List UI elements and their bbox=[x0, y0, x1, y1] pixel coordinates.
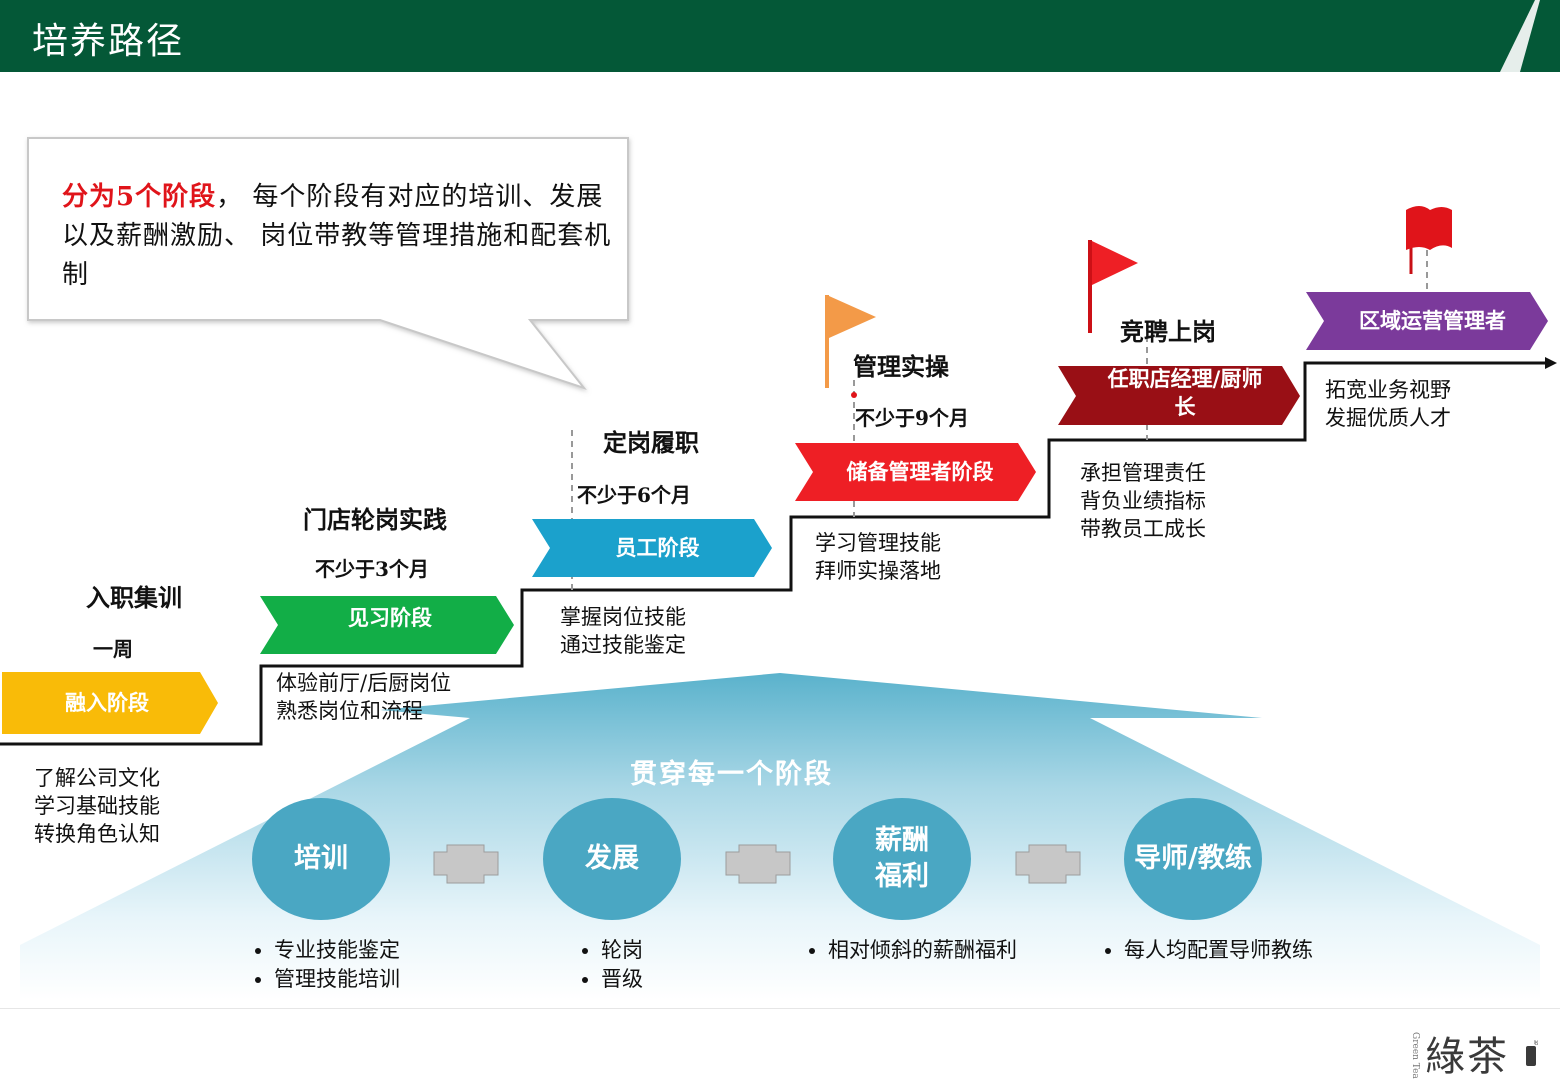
page-title: 培养路径 bbox=[32, 21, 185, 62]
arrow-shape-3 bbox=[532, 519, 772, 577]
plus-icon bbox=[433, 844, 499, 884]
desc-line: 了解公司文化 bbox=[34, 766, 160, 790]
pillar-compensation-bullets: 相对倾斜的薪酬福利 bbox=[802, 936, 1017, 965]
pillar-training-bullets: 专业技能鉴定 管理技能培训 bbox=[248, 936, 400, 994]
bullet-item: 相对倾斜的薪酬福利 bbox=[828, 936, 1017, 965]
stage-duration-1: 一周 bbox=[93, 637, 133, 661]
stage-desc-5: 承担管理责任 背负业绩指标 带教员工成长 bbox=[1080, 459, 1206, 543]
pillar-development-bullets: 轮岗 晋级 bbox=[575, 936, 643, 994]
desc-line: 拓宽业务视野 bbox=[1325, 378, 1451, 402]
stage-title-3: 定岗履职 bbox=[603, 428, 699, 457]
desc-line: 体验前厅/后厨岗位 bbox=[276, 671, 452, 695]
flag-waving-icon bbox=[1406, 206, 1452, 274]
stage-label-6: 区域运营管理者 bbox=[1359, 308, 1506, 333]
stage-duration-2: 不少于3个月 bbox=[315, 557, 429, 581]
stage-label-2: 见习阶段 bbox=[348, 605, 432, 630]
pillar-compensation-line2: 福利 bbox=[875, 861, 929, 892]
stage-title-1: 入职集训 bbox=[86, 583, 182, 612]
callout-bubble bbox=[27, 137, 629, 391]
stage-desc-2: 体验前厅/后厨岗位 熟悉岗位和流程 bbox=[276, 669, 451, 725]
stage-label-3: 员工阶段 bbox=[615, 535, 700, 560]
pillar-compensation: 薪酬 福利 bbox=[833, 798, 971, 920]
desc-line: 背负业绩指标 bbox=[1080, 489, 1206, 513]
desc-line: 拜师实操落地 bbox=[815, 559, 941, 583]
through-title: 贯穿每一个阶段 bbox=[630, 759, 833, 790]
mountain-background bbox=[20, 673, 1540, 1000]
desc-line: 学习管理技能 bbox=[815, 531, 941, 555]
bullet-item: 每人均配置导师教练 bbox=[1124, 936, 1313, 965]
arrow-shape-6 bbox=[1306, 292, 1548, 350]
stage-title-2: 门店轮岗实践 bbox=[303, 505, 447, 534]
stage-title-5: 竞聘上岗 bbox=[1120, 317, 1216, 346]
pillar-development: 发展 bbox=[543, 798, 681, 920]
header-corner-decoration bbox=[1500, 0, 1560, 72]
desc-line: 承担管理责任 bbox=[1080, 461, 1206, 485]
pillar-mentor-bullets: 每人均配置导师教练 bbox=[1098, 936, 1313, 965]
bullet-item: 专业技能鉴定 bbox=[274, 936, 400, 965]
desc-line: 熟悉岗位和流程 bbox=[276, 699, 423, 723]
callout-body: ， 每个阶段有对应的培训、发展以及薪酬激励、 岗位带教等管理措施和配套机制 bbox=[62, 182, 612, 290]
stage-label-1: 融入阶段 bbox=[65, 690, 149, 715]
bullet-item: 晋级 bbox=[601, 965, 643, 994]
stage-desc-3: 掌握岗位技能 通过技能鉴定 bbox=[560, 603, 686, 659]
pillar-mentor: 导师/教练 bbox=[1124, 798, 1262, 920]
connector-dot bbox=[851, 392, 857, 398]
brand-logo: 綠茶 bbox=[1425, 1034, 1509, 1080]
desc-line: 转换角色认知 bbox=[34, 822, 160, 846]
desc-line: 发掘优质人才 bbox=[1325, 406, 1451, 430]
stage-label-5-line1: 任职店经理/厨师 bbox=[1107, 366, 1263, 391]
stage-desc-1: 了解公司文化 学习基础技能 转换角色认知 bbox=[34, 764, 160, 848]
stage-desc-4: 学习管理技能 拜师实操落地 bbox=[815, 529, 941, 585]
plus-icon bbox=[1015, 844, 1081, 884]
logo-subtext: Green Tea bbox=[1410, 1032, 1420, 1079]
desc-line: 掌握岗位技能 bbox=[560, 605, 686, 629]
arrow-shape-2 bbox=[260, 596, 514, 654]
arrow-shape-4 bbox=[795, 443, 1036, 501]
flag-orange-icon bbox=[825, 295, 876, 388]
callout-text: 分为5个阶段， 每个阶段有对应的培训、发展以及薪酬激励、 岗位带教等管理措施和配… bbox=[62, 178, 622, 295]
arrow-shape-1 bbox=[2, 672, 218, 734]
pillar-compensation-line1: 薪酬 bbox=[875, 825, 929, 856]
plus-icon bbox=[725, 844, 791, 884]
pillar-training: 培训 bbox=[252, 798, 390, 920]
stage-duration-3: 不少于6个月 bbox=[577, 483, 691, 507]
staircase-arrowhead bbox=[1545, 357, 1557, 369]
stage-label-5-line2: 长 bbox=[1174, 394, 1196, 419]
stage-label-4: 储备管理者阶段 bbox=[846, 459, 994, 484]
stage-label-5: 任职店经理/厨师 长 bbox=[1075, 365, 1295, 421]
flag-red-icon bbox=[1088, 240, 1138, 333]
desc-line: 带教员工成长 bbox=[1080, 517, 1206, 541]
svg-text:®: ® bbox=[1533, 1040, 1538, 1047]
desc-line: 通过技能鉴定 bbox=[560, 633, 686, 657]
header-bar bbox=[0, 0, 1560, 72]
footer-divider bbox=[0, 1008, 1560, 1009]
stage-desc-6: 拓宽业务视野 发掘优质人才 bbox=[1325, 376, 1451, 432]
bullet-item: 轮岗 bbox=[601, 936, 643, 965]
bullet-item: 管理技能培训 bbox=[274, 965, 400, 994]
arrow-shape-5 bbox=[1058, 366, 1300, 425]
desc-line: 学习基础技能 bbox=[34, 794, 160, 818]
callout-highlight: 分为5个阶段 bbox=[62, 182, 217, 212]
stage-title-4: 管理实操 bbox=[853, 352, 949, 381]
stage-duration-4: 不少于9个月 bbox=[855, 406, 969, 430]
staircase-line bbox=[0, 361, 1545, 746]
logo-tea-cup-icon: ® bbox=[1526, 1040, 1538, 1066]
